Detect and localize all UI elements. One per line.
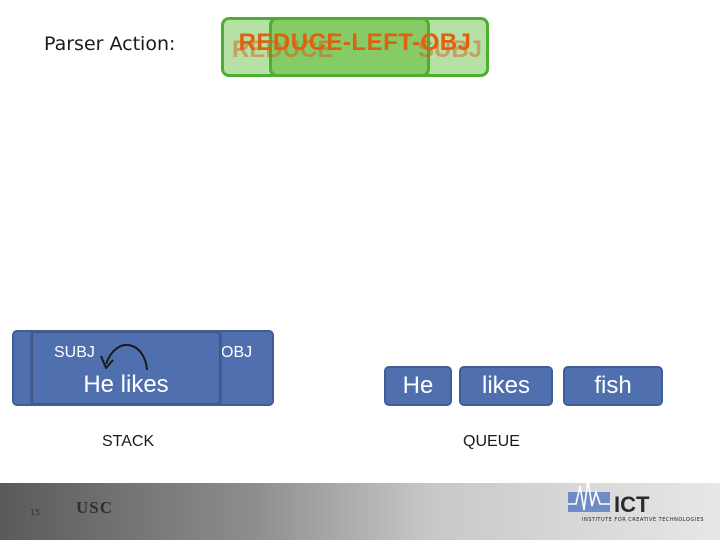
dependency-arc-icon <box>100 344 148 371</box>
parser-action-ghost-subj: SUBJ <box>418 36 483 63</box>
ict-subtitle: INSTITUTE FOR CREATIVE TECHNOLOGIES <box>582 517 705 523</box>
parser-action-label: Parser Action: <box>44 33 176 55</box>
usc-logo: USC <box>76 498 114 517</box>
stack-token-text: He likes <box>83 371 169 398</box>
stack-back-label: OBJ <box>221 344 253 361</box>
parser-action-ghost-reduce: REDUCE <box>232 36 334 63</box>
parser-action-text: REDUCE-LEFT-OBJ <box>238 29 472 56</box>
stack-arc-label: SUBJ <box>54 344 95 361</box>
queue-caption: QUEUE <box>463 433 520 450</box>
queue-token: fish <box>563 366 663 406</box>
stack-front-token: He likes <box>30 330 222 406</box>
ict-logo: ICT <box>614 492 650 517</box>
parser-action-highlight <box>269 17 430 77</box>
ict-wave-icon <box>568 479 610 512</box>
stack-caption: STACK <box>102 433 155 450</box>
queue-token: He <box>384 366 452 406</box>
page-number: 15 <box>30 508 41 517</box>
queue-token: likes <box>459 366 553 406</box>
